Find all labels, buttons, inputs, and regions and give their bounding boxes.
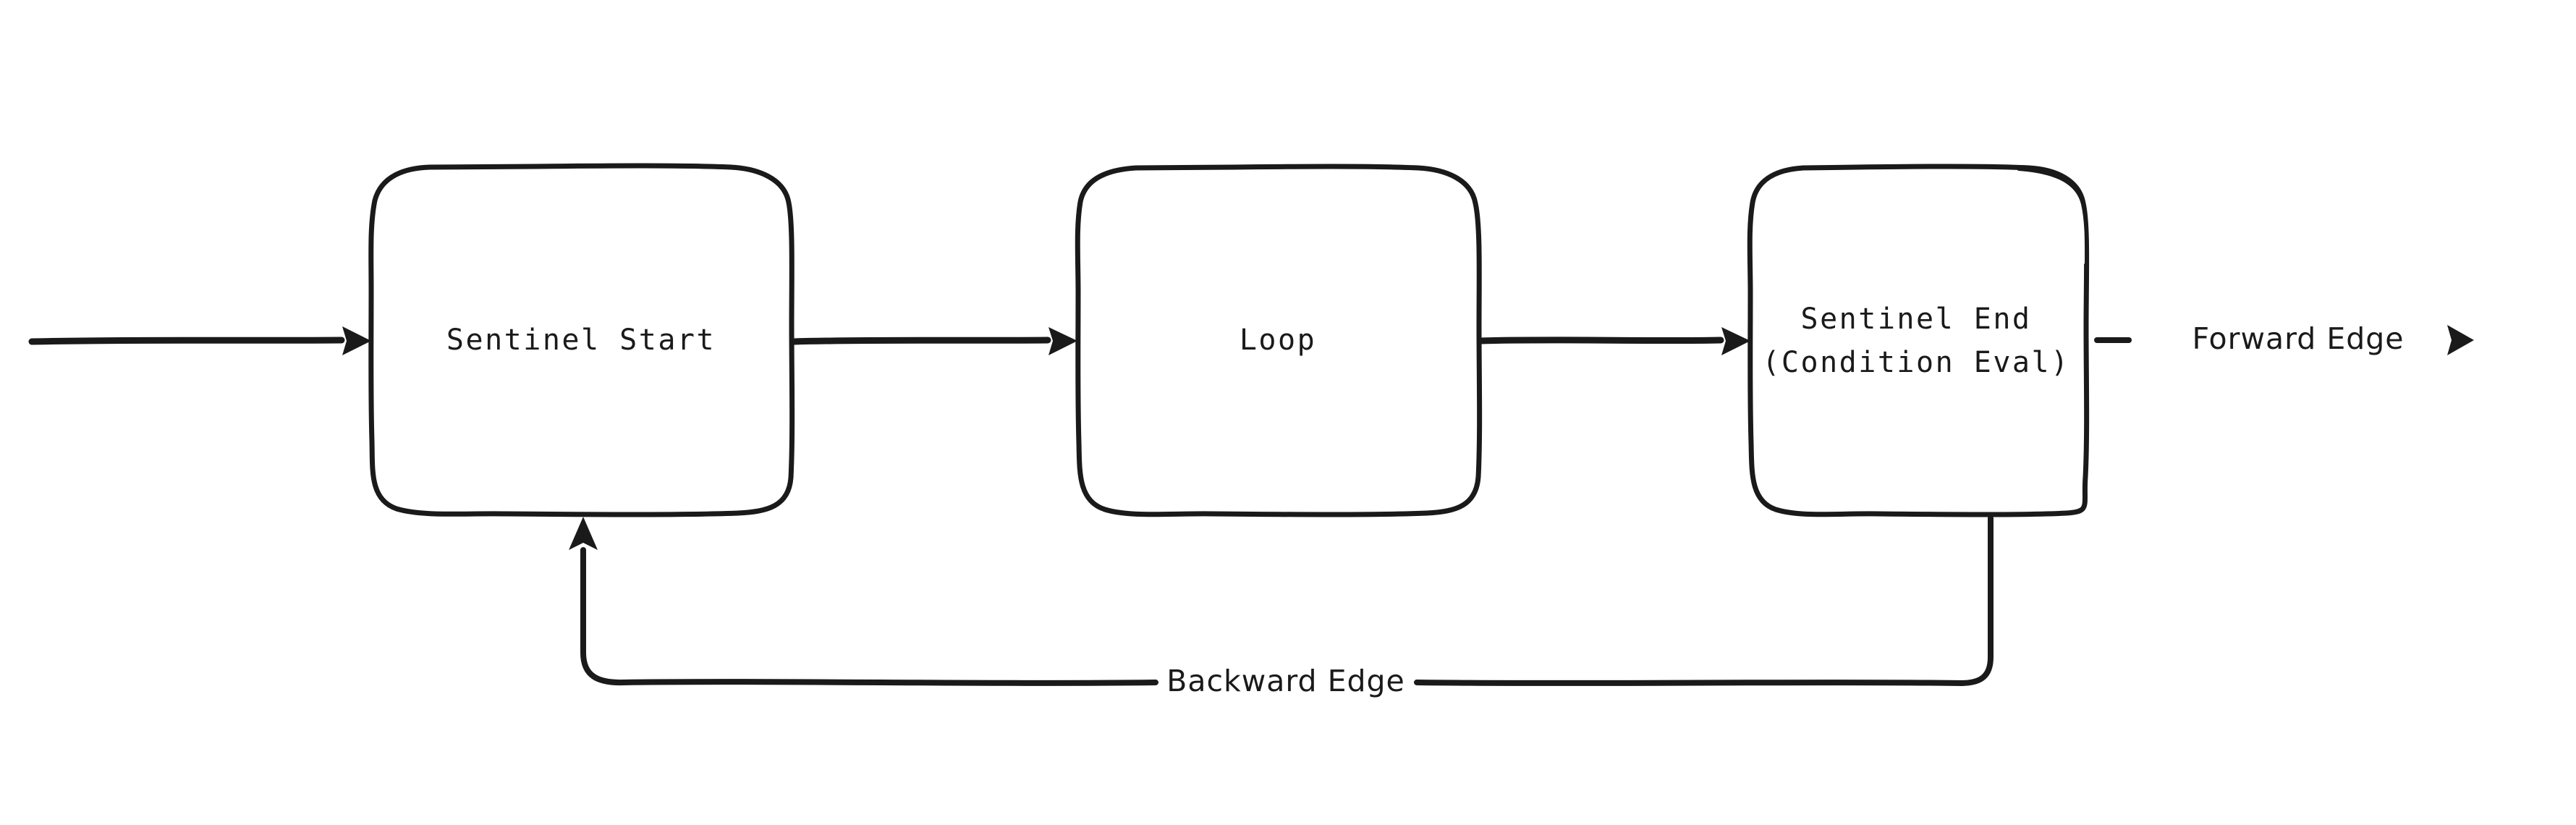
node-sentinel-end-sketch-overstroke — [2017, 168, 2088, 268]
edge-start-to-loop-arrowhead — [1048, 327, 1077, 355]
node-loop[interactable]: Loop — [1075, 164, 1483, 517]
edge-backward[interactable]: Backward Edge — [569, 515, 1994, 698]
node-sentinel-start[interactable]: Sentinel Start — [368, 163, 795, 517]
edge-backward-left-vertical — [580, 547, 627, 686]
edge-entry-arrowhead — [342, 326, 371, 355]
node-loop-shape — [1075, 164, 1483, 517]
node-sentinel-end-shape — [1747, 164, 2090, 517]
edge-backward-arrowhead — [569, 517, 598, 550]
node-loop-label: Loop — [1240, 323, 1316, 357]
edge-forward-arrowhead — [2447, 325, 2474, 355]
node-sentinel-start-label: Sentinel Start — [446, 323, 716, 357]
edge-backward-right-vertical — [1958, 515, 1994, 686]
edge-loop-to-end-arrowhead — [1721, 327, 1750, 355]
edge-start-to-loop[interactable] — [791, 327, 1077, 355]
node-sentinel-end[interactable]: Sentinel End (Condition Eval) — [1747, 164, 2090, 517]
node-sentinel-end-label-line1: Sentinel End — [1801, 302, 2032, 336]
edge-loop-to-end-line — [1477, 337, 1724, 344]
edge-forward-label: Forward Edge — [2192, 321, 2404, 356]
node-sentinel-start-shape — [368, 163, 795, 517]
edge-entry-line — [28, 337, 345, 345]
edge-loop-to-end[interactable] — [1477, 327, 1750, 355]
edge-backward-left-horizontal — [621, 679, 1158, 686]
edge-forward[interactable]: Forward Edge — [2094, 321, 2474, 356]
edge-backward-label: Backward Edge — [1166, 664, 1405, 698]
edge-entry[interactable] — [28, 326, 371, 355]
edge-start-to-loop-line — [791, 337, 1051, 345]
node-sentinel-end-label-line2: (Condition Eval) — [1762, 346, 2069, 379]
edge-backward-right-horizontal — [1414, 680, 1965, 686]
